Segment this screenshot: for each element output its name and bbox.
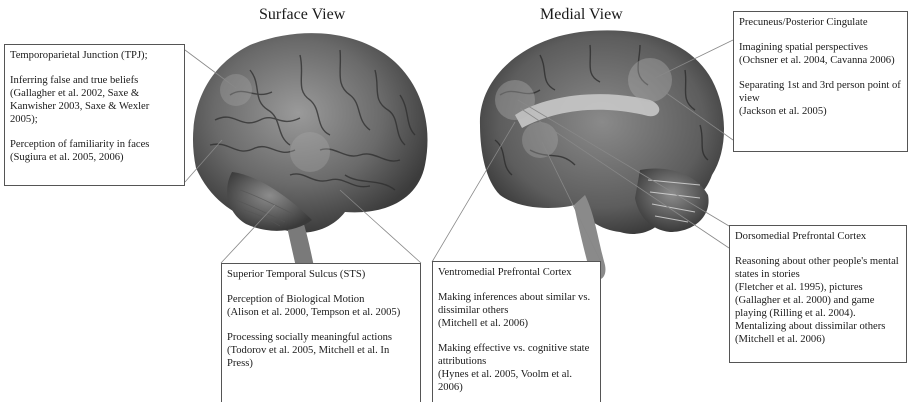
vmpfc-item-1: Making inferences about similar vs. diss… xyxy=(438,291,595,330)
precuneus-item-1-text: Imagining spatial perspectives xyxy=(739,41,902,54)
tpj-item-2-citation: (Sugiura et al. 2005, 2006) xyxy=(10,151,179,164)
sts-item-1-text: Perception of Biological Motion xyxy=(227,293,415,306)
tpj-item-1-citation: (Gallagher et al. 2002, Saxe & Kanwisher… xyxy=(10,87,179,126)
vmpfc-heading: Ventromedial Prefrontal Cortex xyxy=(438,266,595,279)
precuneus-heading: Precuneus/Posterior Cingulate xyxy=(739,16,902,29)
tpj-item-1: Inferring false and true beliefs (Gallag… xyxy=(10,74,179,126)
precuneus-item-2: Separating 1st and 3rd person point of v… xyxy=(739,79,902,118)
dmpfc-item-1: Reasoning about other people's mental st… xyxy=(735,255,901,346)
dmpfc-annotation-box: Dorsomedial Prefrontal Cortex Reasoning … xyxy=(729,225,907,363)
medial-brain xyxy=(480,30,724,279)
vmpfc-item-2-citation: (Hynes et al. 2005, Voolm et al. 2006) xyxy=(438,368,595,394)
vmpfc-item-2-text: Making effective vs. cognitive state att… xyxy=(438,342,595,368)
sts-item-1: Perception of Biological Motion (Alison … xyxy=(227,293,415,319)
tpj-annotation-box: Temporoparietal Junction (TPJ); Inferrin… xyxy=(4,44,185,186)
precuneus-annotation-box: Precuneus/Posterior Cingulate Imagining … xyxy=(733,11,908,152)
dmpfc-heading: Dorsomedial Prefrontal Cortex xyxy=(735,230,901,243)
dmpfc-item-1-citation: (Fletcher et al. 1995), pictures (Gallag… xyxy=(735,281,901,346)
vmpfc-item-1-citation: (Mitchell et al. 2006) xyxy=(438,317,595,330)
sts-annotation-box: Superior Temporal Sulcus (STS) Perceptio… xyxy=(221,263,421,402)
precuneus-item-1-citation: (Ochsner et al. 2004, Cavanna 2006) xyxy=(739,54,902,67)
dmpfc-item-1-text: Reasoning about other people's mental st… xyxy=(735,255,901,281)
vmpfc-item-2: Making effective vs. cognitive state att… xyxy=(438,342,595,394)
sts-item-2-text: Processing socially meaningful actions xyxy=(227,331,415,344)
sts-item-1-citation: (Alison et al. 2000, Tempson et al. 2005… xyxy=(227,306,415,319)
vmpfc-annotation-box: Ventromedial Prefrontal Cortex Making in… xyxy=(432,261,601,402)
precuneus-item-2-text: Separating 1st and 3rd person point of v… xyxy=(739,79,902,105)
tpj-heading: Temporoparietal Junction (TPJ); xyxy=(10,49,179,62)
precuneus-item-1: Imagining spatial perspectives (Ochsner … xyxy=(739,41,902,67)
tpj-item-2-text: Perception of familiarity in faces xyxy=(10,138,179,151)
sts-item-2-citation: (Todorov et al. 2005, Mitchell et al. In… xyxy=(227,344,415,370)
vmpfc-item-1-text: Making inferences about similar vs. diss… xyxy=(438,291,595,317)
tpj-item-1-text: Inferring false and true beliefs xyxy=(10,74,179,87)
sts-heading: Superior Temporal Sulcus (STS) xyxy=(227,268,415,281)
precuneus-item-2-citation: (Jackson et al. 2005) xyxy=(739,105,902,118)
tpj-item-2: Perception of familiarity in faces (Sugi… xyxy=(10,138,179,164)
sts-item-2: Processing socially meaningful actions (… xyxy=(227,331,415,370)
